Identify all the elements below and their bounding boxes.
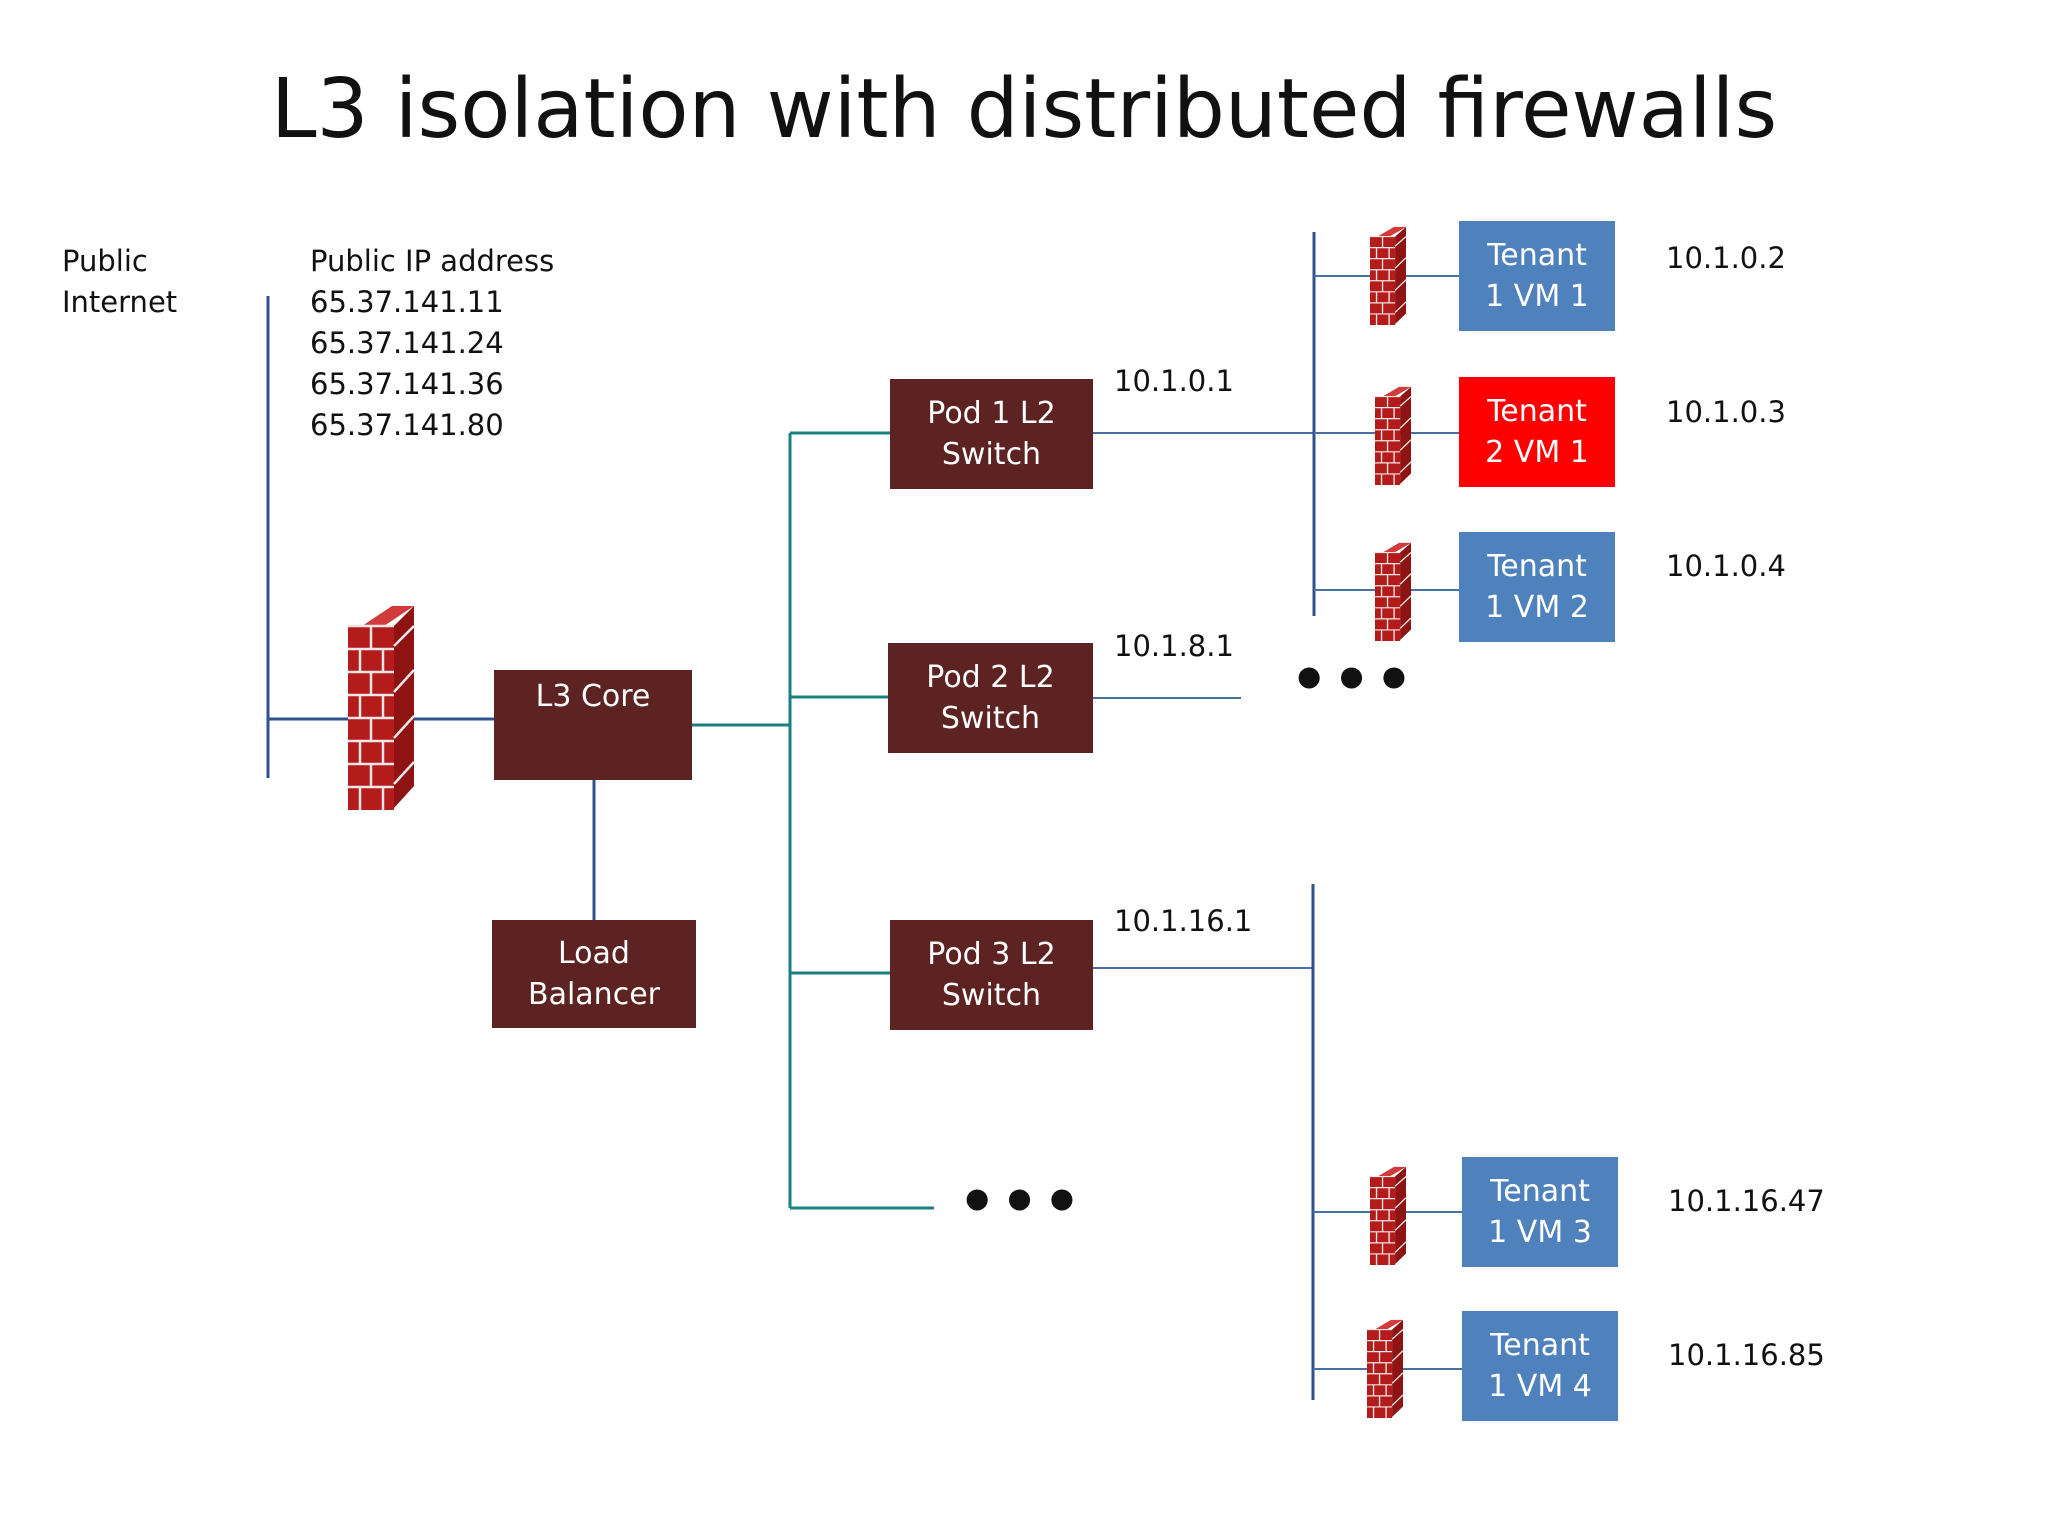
public-ip-2: 65.37.141.24 xyxy=(310,326,504,360)
pod-2-gateway-ip: 10.1.8.1 xyxy=(1114,629,1234,663)
pod-2-switch[interactable]: Pod 2 L2 Switch xyxy=(888,643,1093,753)
tenant-vm-box[interactable]: Tenant 1 VM 1 xyxy=(1459,221,1615,331)
vm-firewall-icon xyxy=(1375,386,1411,485)
slide-title: L3 isolation with distributed firewalls xyxy=(270,62,1778,157)
tenant-vm-ip: 10.1.16.47 xyxy=(1668,1184,1825,1218)
tenant-vm-ip: 10.1.0.3 xyxy=(1666,395,1786,429)
tenant-vm-box[interactable]: Tenant 1 VM 4 xyxy=(1462,1311,1618,1421)
load-balancer[interactable]: Load Balancer xyxy=(492,920,696,1028)
pod-1-gateway-ip: 10.1.0.1 xyxy=(1114,364,1234,398)
more-tenants-ellipsis: ••• xyxy=(1290,645,1418,715)
public-ip-4: 65.37.141.80 xyxy=(310,408,504,442)
l3-core-switch[interactable]: L3 Core xyxy=(494,670,692,780)
perimeter-firewall-icon xyxy=(348,604,414,810)
public-ip-3: 65.37.141.36 xyxy=(310,367,504,401)
pod-1-switch[interactable]: Pod 1 L2 Switch xyxy=(890,379,1093,489)
public-internet-label: Public Internet xyxy=(62,244,178,319)
pod-3-gateway-ip: 10.1.16.1 xyxy=(1114,904,1253,938)
tenant-vm-ip: 10.1.0.4 xyxy=(1666,549,1786,583)
tenant-vm-ip: 10.1.16.85 xyxy=(1668,1338,1825,1372)
tenant-vm-box[interactable]: Tenant 1 VM 3 xyxy=(1462,1157,1618,1267)
vm-firewall-icon xyxy=(1375,542,1411,641)
vm-firewall-icon xyxy=(1370,226,1406,325)
public-ip-1: 65.37.141.11 xyxy=(310,285,504,319)
tenant-vm-box-highlighted[interactable]: Tenant 2 VM 1 xyxy=(1459,377,1615,487)
pod-3-switch[interactable]: Pod 3 L2 Switch xyxy=(890,920,1093,1030)
tenant-vm-ip: 10.1.0.2 xyxy=(1666,241,1786,275)
more-pods-ellipsis: ••• xyxy=(958,1167,1086,1237)
tenant-vm-box[interactable]: Tenant 1 VM 2 xyxy=(1459,532,1615,642)
vm-firewall-icon xyxy=(1370,1166,1406,1265)
public-ip-heading: Public IP address xyxy=(310,244,555,278)
vm-firewall-icon xyxy=(1367,1319,1403,1418)
